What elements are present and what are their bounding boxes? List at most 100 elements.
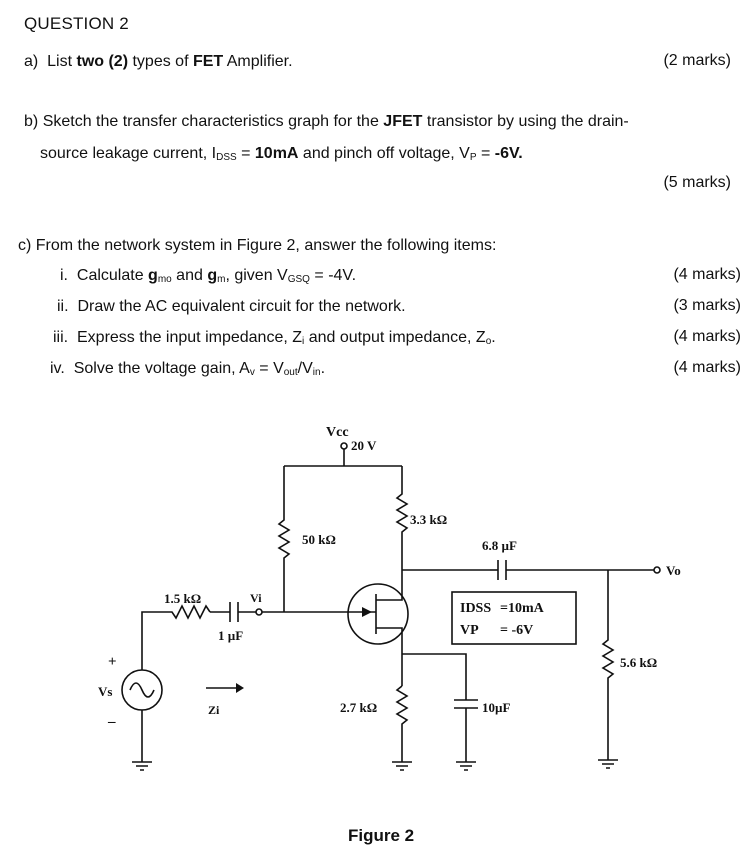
source-resistor-label: 2.7 kΩ [340, 700, 377, 715]
load-resistor-label: 5.6 kΩ [620, 655, 657, 670]
part-b-line2-mid: and pinch off voltage, V [298, 145, 470, 162]
sine-icon [129, 682, 155, 698]
item-text: Express the input impedance, Z [77, 329, 303, 346]
part-b-jfet: JFET [383, 113, 423, 130]
bypass-branch [402, 653, 467, 700]
item-text: Calculate [76, 267, 149, 284]
item-text-post: . [491, 329, 496, 346]
ground-icon-bypass [456, 761, 476, 771]
zi-sub: i [302, 336, 305, 347]
parameter-box [451, 591, 577, 645]
part-b-line2: source leakage current, IDSS = 10mA and … [40, 144, 523, 164]
vi-label: Vi [250, 591, 262, 605]
vp-value: -6V. [494, 145, 523, 162]
eq: = [236, 145, 255, 162]
output-capacitor [497, 560, 608, 580]
drain-resistor-label: 3.3 kΩ [410, 512, 447, 527]
part-c-item-4: iv. Solve the voltage gain, Av = Vout/Vi… [50, 359, 325, 379]
part-a-bold-fet: FET [192, 53, 224, 70]
av-sub: v [249, 367, 255, 378]
slash: /V [297, 360, 313, 377]
param-idss-value: =10mA [500, 601, 545, 616]
item-num: ii. [57, 298, 69, 315]
item-text: Solve the voltage gain, A [73, 360, 250, 377]
part-a-label: a) [24, 53, 39, 70]
gate-resistor-label: 50 kΩ [302, 532, 336, 547]
param-idss-name: IDSS [460, 601, 491, 616]
bypass-capacitor-label: 10µF [482, 700, 510, 715]
vs-label: Vs [98, 684, 112, 699]
input-capacitor-label: 1 µF [218, 628, 243, 643]
vin-sub: in [312, 367, 321, 378]
load-resistor [601, 570, 615, 760]
gate-resistor [277, 466, 291, 612]
output-capacitor-label: 6.8 µF [482, 538, 517, 553]
g-sub: mo [157, 274, 172, 285]
item-text-mid: and output impedance, Z [304, 329, 486, 346]
item-text-post: . [320, 360, 326, 377]
item-text: Draw the AC equivalent circuit for the n… [77, 298, 406, 315]
item-text-mid: = V [254, 360, 284, 377]
part-b-line1-pre: Sketch the transfer characteristics grap… [42, 113, 384, 130]
part-c-intro: c) From the network system in Figure 2, … [18, 236, 496, 255]
part-a-marks: (2 marks) [663, 52, 731, 69]
g-symbol: g [148, 267, 158, 284]
part-b-label: b) [24, 113, 39, 130]
part-c-item-3-marks: (4 marks) [673, 328, 741, 345]
zi-arrow-icon [236, 683, 244, 693]
source-resistor [395, 685, 409, 762]
jfet-symbol [347, 583, 409, 645]
vout-sub: out [283, 367, 298, 378]
item-num: iv. [50, 360, 65, 377]
item-text-post: , given V [225, 267, 288, 284]
part-c-item-2-marks: (3 marks) [673, 297, 741, 314]
vi-terminal[interactable] [255, 608, 263, 616]
jfet-channel [375, 570, 403, 654]
vgsq-value: = -4V. [309, 267, 357, 284]
figure-caption: Figure 2 [348, 826, 415, 845]
vo-label: Vo [666, 563, 681, 578]
part-c-item-1: i. Calculate gmo and gm, given VGSQ = -4… [60, 266, 356, 286]
ground-icon-source [392, 761, 412, 771]
part-c-item-2: ii. Draw the AC equivalent circuit for t… [57, 297, 406, 316]
drain-resistor [395, 466, 409, 570]
ground-icon-load [598, 759, 618, 769]
g-sub-2: m [217, 274, 226, 285]
item-num: i. [60, 267, 68, 284]
input-capacitor [210, 602, 256, 622]
g-symbol-2: g [207, 267, 218, 284]
part-b-line1-post: transistor by using the drain- [422, 113, 629, 130]
part-c-label: c) [18, 237, 32, 254]
idss-sub: DSS [216, 152, 237, 163]
vo-terminal[interactable] [653, 566, 661, 574]
part-c-item-4-marks: (4 marks) [673, 359, 741, 376]
vcc-label: Vcc [326, 425, 349, 440]
question-title: QUESTION 2 [24, 14, 129, 33]
top-rail [284, 449, 402, 467]
ground-icon-vs [132, 761, 152, 771]
minus-sign: – [107, 714, 116, 730]
vp-sub: P [469, 152, 477, 163]
item-num: iii. [53, 329, 69, 346]
item-text-mid: and [171, 267, 208, 284]
bypass-capacitor [454, 699, 478, 762]
vgsq-sub: GSQ [287, 274, 310, 285]
series-resistor [141, 604, 211, 670]
zo-sub: o [485, 336, 492, 347]
gate-arrow [362, 607, 372, 617]
series-resistor-label: 1.5 kΩ [164, 591, 201, 606]
vcc-value: 20 V [351, 438, 377, 453]
part-c-item-3: iii. Express the input impedance, Zi and… [53, 328, 496, 348]
param-vp-name: VP [460, 623, 479, 638]
part-b-marks: (5 marks) [663, 174, 731, 191]
zi-label: Zi [208, 703, 220, 717]
part-a-text-end: Amplifier. [223, 53, 293, 70]
part-c-intro-text: From the network system in Figure 2, ans… [35, 237, 497, 254]
part-a: a) List two (2) types of FET Amplifier. [24, 52, 293, 71]
part-a-text: List [47, 53, 77, 70]
param-vp-value: = -6V [500, 623, 533, 638]
idss-value: 10mA [254, 145, 299, 162]
part-b-line2-pre: source leakage current, I [40, 145, 217, 162]
part-a-text-mid: types of [128, 53, 193, 70]
